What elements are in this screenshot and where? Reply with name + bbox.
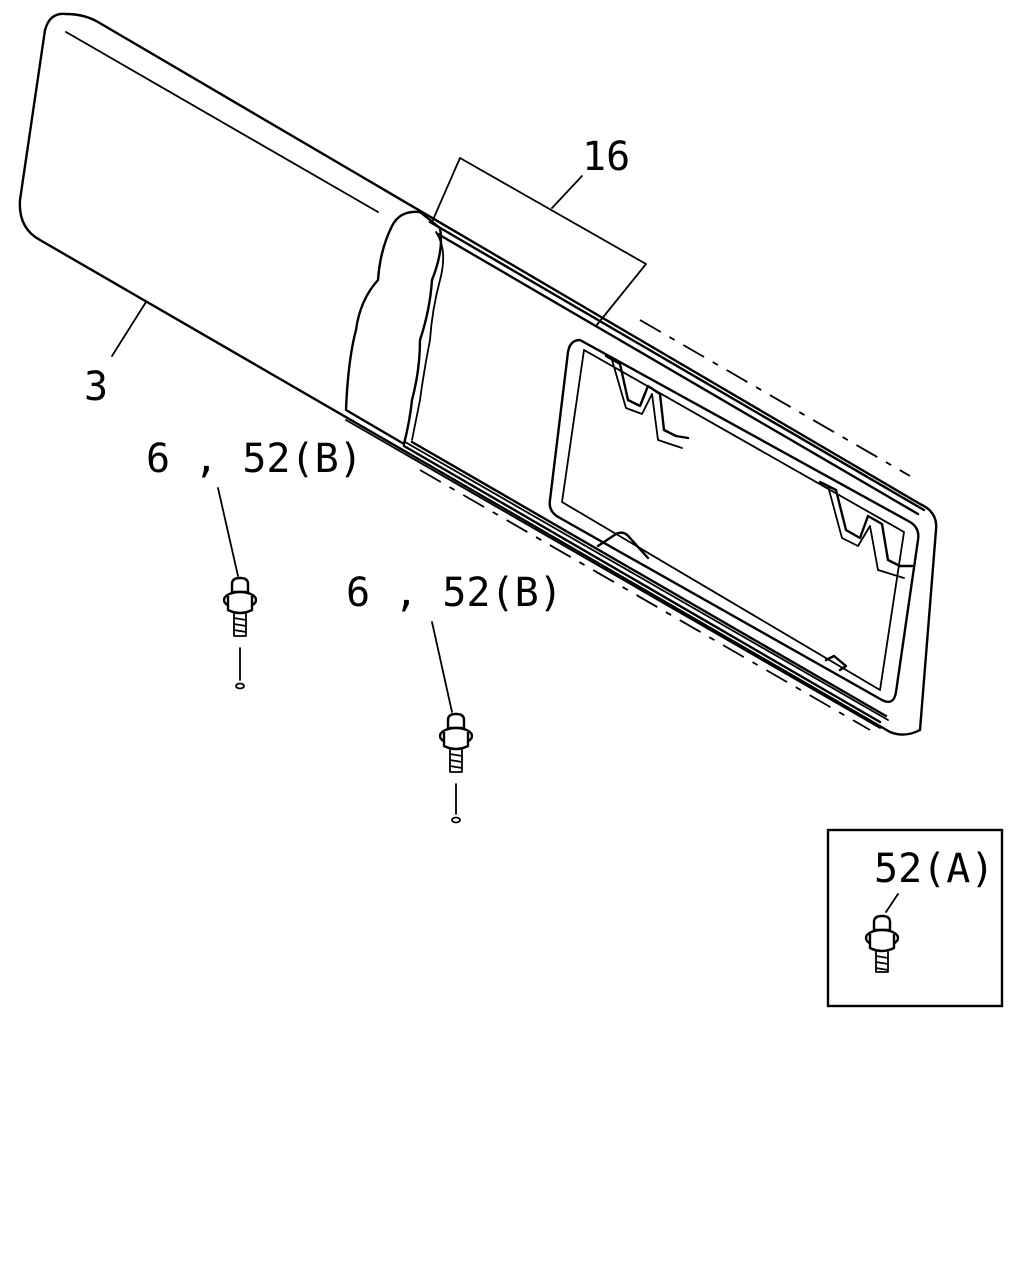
bolt-center bbox=[438, 712, 474, 824]
rail-top-inner bbox=[436, 232, 920, 516]
leader-part-3 bbox=[111, 301, 147, 357]
callout-part-3: 3 bbox=[84, 364, 108, 410]
clip-upper-right bbox=[818, 480, 914, 568]
molding-outer-shell bbox=[18, 12, 938, 736]
molding-top-highlight bbox=[65, 31, 379, 213]
bolt-center-shank bbox=[449, 747, 463, 773]
bolt-center-head bbox=[446, 712, 466, 730]
side-molding bbox=[18, 12, 938, 736]
inset-bolt bbox=[864, 914, 900, 973]
clip-upper-left bbox=[604, 354, 690, 440]
cutaway-edge-inner bbox=[411, 231, 445, 441]
bolt-left-hex bbox=[226, 596, 254, 615]
callout-bolt-center: 6 , 52(B) bbox=[346, 570, 563, 616]
callout-bolt-left: 6 , 52(B) bbox=[146, 436, 363, 482]
inset-bolt-head bbox=[872, 914, 892, 932]
rail-bottom bbox=[410, 440, 888, 718]
inset-box: 52(A) bbox=[826, 828, 1004, 1008]
rail-top-outer bbox=[428, 220, 926, 512]
cutaway-surface bbox=[344, 210, 443, 446]
bolt-left-hole bbox=[235, 682, 245, 690]
leader-part-16-bracket bbox=[431, 157, 647, 327]
leader-bolt-center bbox=[431, 621, 453, 713]
bolt-left bbox=[222, 576, 258, 690]
clip-lower-left bbox=[596, 531, 650, 560]
reference-line-upper bbox=[639, 319, 911, 477]
molding-cutaway bbox=[344, 210, 926, 724]
molding-lower-band-2 bbox=[345, 407, 889, 721]
inset-bolt-shank bbox=[875, 949, 889, 973]
frame-outline-outer bbox=[548, 338, 920, 703]
clip-upper-right-inner bbox=[827, 485, 905, 579]
molding-lower-band-1 bbox=[345, 419, 881, 729]
bolt-left-shank bbox=[233, 611, 247, 637]
leader-bolt-left bbox=[217, 487, 239, 577]
clip-lower-right bbox=[824, 654, 848, 672]
callout-inset-bolt: 52(A) bbox=[874, 846, 994, 892]
frame-outline-inner bbox=[561, 349, 905, 691]
clip-upper-left-inner bbox=[611, 359, 683, 449]
inner-frame-clip bbox=[548, 338, 920, 703]
bolt-center-hex bbox=[442, 732, 470, 751]
rail-bottom-inner bbox=[402, 444, 882, 724]
inset-bolt-hex bbox=[868, 934, 896, 953]
bolt-center-hole bbox=[451, 816, 461, 824]
callout-part-16: 16 bbox=[582, 134, 630, 180]
inset-frame bbox=[826, 828, 1004, 1008]
bolt-left-head bbox=[230, 576, 250, 594]
reference-line-lower bbox=[419, 469, 871, 731]
leader-inset-bolt bbox=[885, 893, 899, 913]
leader-part-16 bbox=[551, 175, 583, 209]
